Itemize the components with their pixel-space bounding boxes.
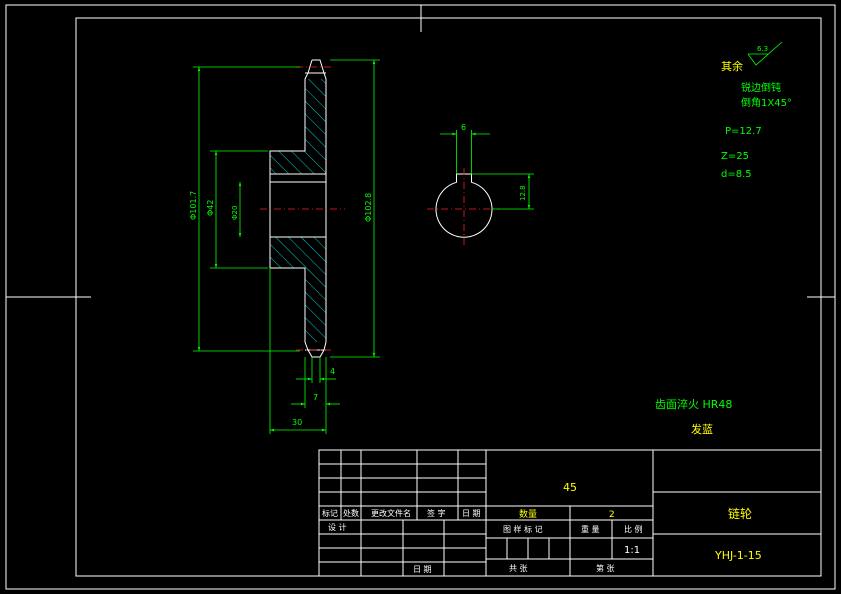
header-count: 处数 <box>343 508 359 518</box>
stage-mark-label: 图 样 标 记 <box>503 524 543 534</box>
roughness-value: 6.3 <box>757 45 768 53</box>
tooth-width-label: 4 <box>330 367 335 376</box>
scale-label: 比 例 <box>624 524 643 534</box>
pitch-note: P=12.7 <box>725 126 762 137</box>
chamfer-note-2: 倒角1X45° <box>741 97 792 109</box>
chamfer-note-1: 锐边倒钝 <box>741 81 781 94</box>
finish-note: 发蓝 <box>691 422 713 436</box>
quantity-value: 2 <box>609 510 615 520</box>
header-date: 日 期 <box>462 509 481 518</box>
date-label: 日 期 <box>413 565 432 574</box>
sheet-no-label: 第 张 <box>596 563 615 573</box>
rim-width-label: 7 <box>313 393 318 402</box>
part-name: 链轮 <box>728 506 752 521</box>
rough-remaining-label: 其余 <box>721 59 743 73</box>
sheet-border <box>5 4 836 590</box>
heat-treatment-note: 齿面淬火 HR48 <box>655 397 732 411</box>
sheets-total-label: 共 张 <box>509 564 528 573</box>
title-block: 标记 处数 更改文件名 签 字 日 期 设 计 日 期 45 数量 2 图 样 … <box>318 449 822 577</box>
hub-dia-label: Φ42 <box>206 200 215 216</box>
keyway-depth-label: 12.8 <box>519 185 527 201</box>
material-value: 45 <box>563 481 577 494</box>
drawing-number: YHJ-1-15 <box>714 549 762 562</box>
header-mark: 标记 <box>322 508 338 518</box>
sprocket-section-view <box>260 59 345 358</box>
teeth-note: Z=25 <box>721 151 749 162</box>
header-change-doc: 更改文件名 <box>371 508 411 518</box>
bore-dia-label: Φ20 <box>231 206 239 220</box>
scale-value: 1:1 <box>624 545 640 556</box>
design-label: 设 计 <box>328 522 347 532</box>
quantity-label: 数量 <box>519 508 537 520</box>
root-dia-label: Φ102.8 <box>364 193 373 222</box>
weight-label: 重 量 <box>581 524 600 534</box>
roller-dia-note: d=8.5 <box>721 169 752 180</box>
section-dimensions: Φ101.7 Φ42 Φ20 Φ102.8 4 7 30 <box>189 59 380 434</box>
overall-dia-label: Φ101.7 <box>189 191 198 220</box>
technical-notes: 其余 6.3 锐边倒钝 倒角1X45° P=12.7 Z=25 d=8.5 齿面… <box>655 41 792 436</box>
header-sign: 签 字 <box>427 508 446 518</box>
hub-width-label: 30 <box>292 418 302 427</box>
bore-keyway-view: 6 12.8 <box>427 123 534 245</box>
keyway-width-label: 6 <box>461 123 466 132</box>
